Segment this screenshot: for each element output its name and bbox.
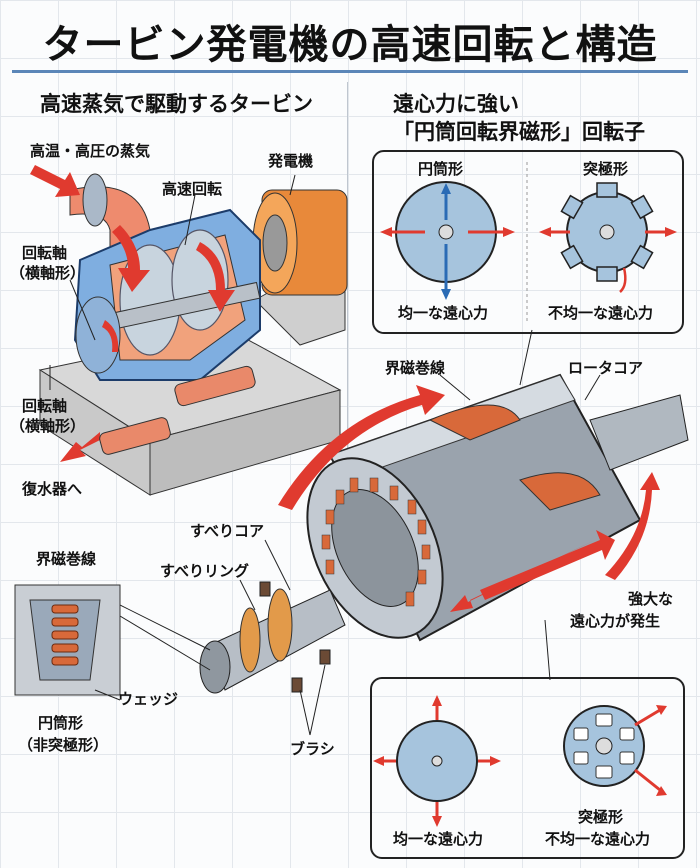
rotor-heading-line1: 遠心力に強い <box>393 92 519 116</box>
label-rotor-core: ロータコア <box>568 359 644 377</box>
title-underline <box>12 70 688 73</box>
bottom-comparison-box <box>370 677 685 859</box>
steam-arrows <box>30 165 235 462</box>
label-generator: 発電機 <box>268 152 314 170</box>
bottom-salient-diagram <box>563 705 667 796</box>
rotor-slot-inset <box>14 584 121 701</box>
salient-pole-rotor-diagram <box>539 182 677 293</box>
inset-type-sub: （非突極形） <box>18 736 109 754</box>
bottom-left-caption: 均一な遠心力 <box>393 830 484 848</box>
salient-title: 突極形 <box>583 160 629 178</box>
label-shaft-2-sub: （横軸形） <box>10 417 86 435</box>
centrifugal-force-arrows <box>278 385 660 612</box>
rotor-heading-line2: 「円筒回転界磁形」回転子 <box>393 120 645 144</box>
cylindrical-vs-salient-box <box>372 150 684 334</box>
salient-caption: 不均一な遠心力 <box>548 304 654 322</box>
label-high-speed: 高速回転 <box>162 180 223 198</box>
label-shaft-1-sub: （横軸形） <box>10 264 86 282</box>
bottom-right-caption: 不均一な遠心力 <box>545 830 651 848</box>
inset-field-winding: 界磁巻線 <box>36 550 97 568</box>
page-title: タービン発電機の高速回転と構造 <box>42 22 658 68</box>
cylindrical-rotor-diagram <box>380 181 515 300</box>
generator <box>252 189 348 296</box>
label-slip-core: すべりコア <box>190 522 264 540</box>
cylindrical-title: 円筒形 <box>418 160 464 178</box>
section-divider <box>347 82 348 502</box>
label-strong-force-1: 強大な <box>628 590 674 608</box>
inset-wedge: ウェッジ <box>118 690 179 708</box>
label-brush: ブラシ <box>290 740 335 758</box>
bottom-right-title: 突極形 <box>578 808 624 826</box>
label-condenser: 復水器へ <box>22 480 83 498</box>
label-shaft-2: 回転軸 <box>22 397 68 415</box>
inset-type: 円筒形 <box>38 714 84 732</box>
label-steam-in: 高温・高圧の蒸気 <box>30 142 151 160</box>
label-shaft-1: 回転軸 <box>22 244 68 262</box>
cylindrical-caption: 均一な遠心力 <box>398 304 489 322</box>
label-slip-ring: すべりリング <box>160 562 249 580</box>
label-field-winding: 界磁巻線 <box>385 359 446 377</box>
label-strong-force-2: 遠心力が発生 <box>570 612 661 630</box>
turbine-heading: 高速蒸気で駆動するタービン <box>40 92 313 116</box>
bottom-cylindrical-diagram <box>373 695 501 827</box>
